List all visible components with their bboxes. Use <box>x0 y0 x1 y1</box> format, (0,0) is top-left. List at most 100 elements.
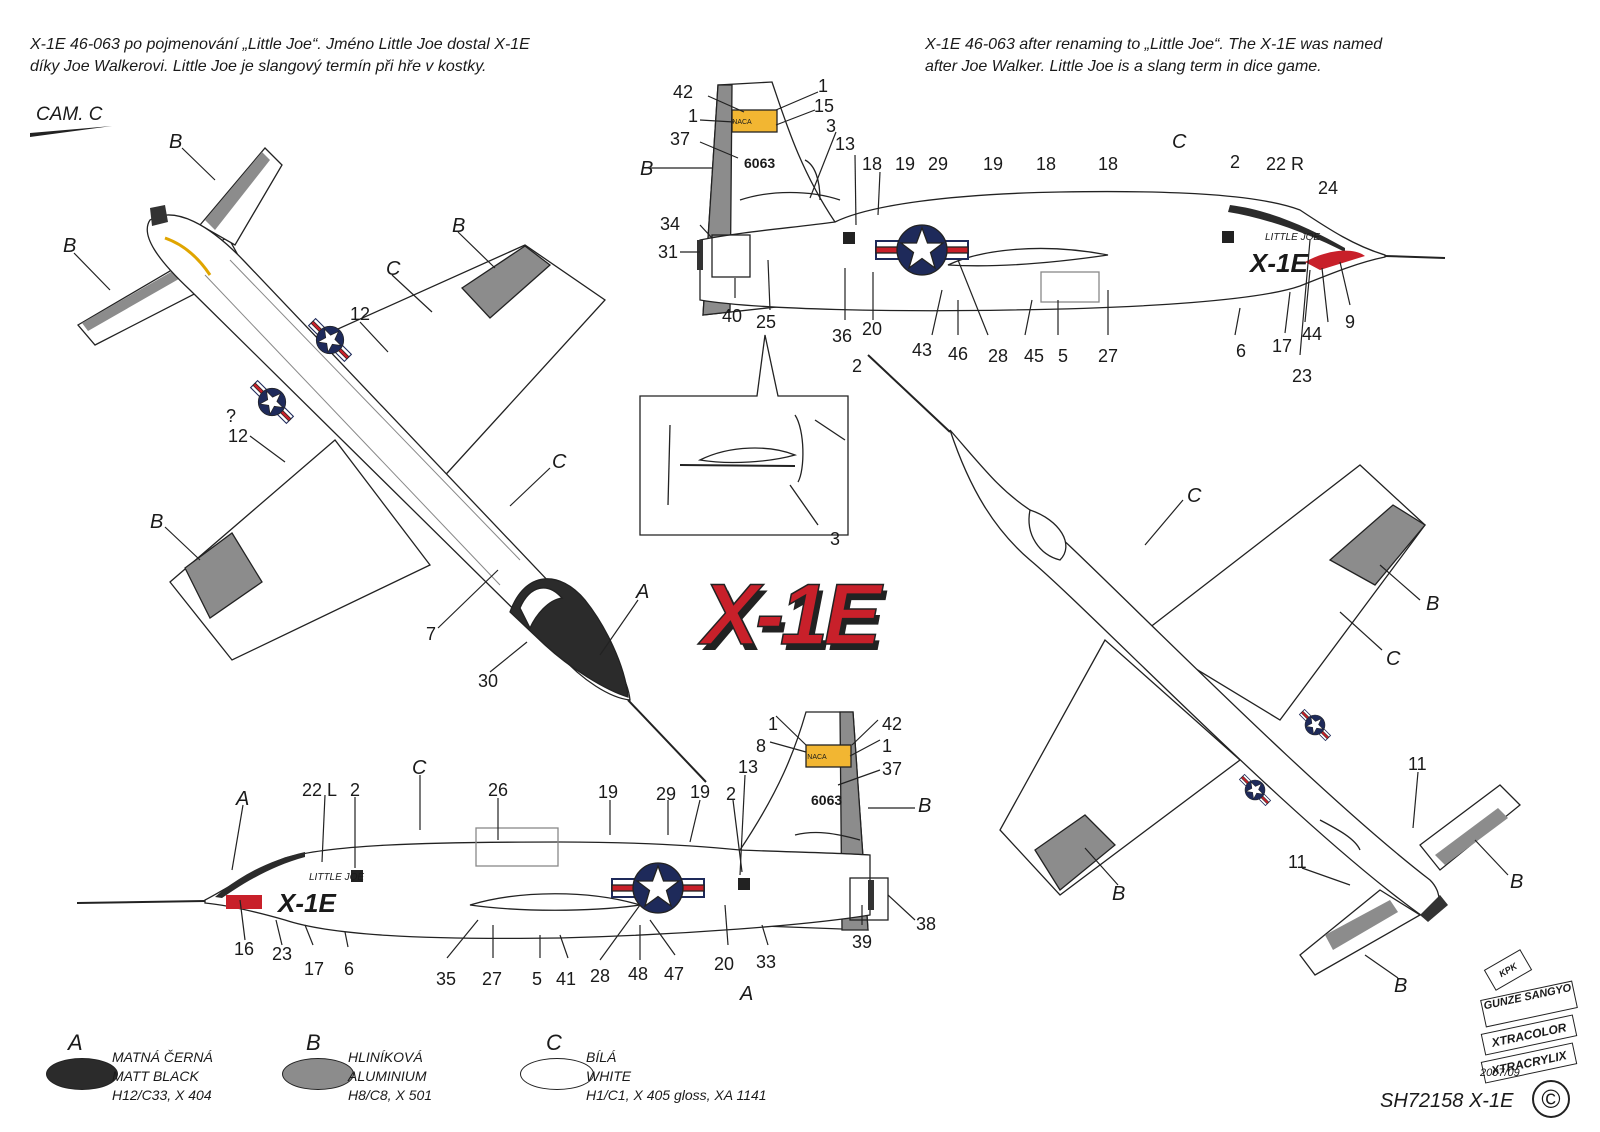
tv-callout-3: B <box>452 215 465 237</box>
rp-callout-B: B <box>640 158 653 180</box>
rp-callout-36: 36 <box>832 326 852 346</box>
bv-hstab-upper <box>1419 784 1521 871</box>
lp-callout-1b: 1 <box>882 736 892 756</box>
rp-serial: 6063 <box>744 155 775 171</box>
legend-c-letter: C <box>546 1030 562 1055</box>
caption-en-line1: X-1E 46-063 after renaming to „Little Jo… <box>925 36 1383 53</box>
rp-callout-31: 31 <box>658 242 678 262</box>
rp-callout-18b: 18 <box>1036 154 1056 174</box>
legend-a-codes: H12/C33, X 404 <box>112 1087 212 1103</box>
tv-callout-8: C <box>552 451 567 473</box>
lp-callout-22L: 22 L <box>302 780 337 800</box>
footer-date: 2007/09 <box>1480 1067 1520 1079</box>
bv-callout-11b: 11 <box>1288 852 1307 872</box>
top-wing-upper-aileron <box>461 245 552 319</box>
rp-callout-23: 23 <box>1292 366 1312 386</box>
rp-callout-19b: 19 <box>983 154 1003 174</box>
rp-callout-19a: 19 <box>895 154 915 174</box>
lp-callout-33: 33 <box>756 952 776 972</box>
rp-callout-3: 3 <box>826 116 836 136</box>
legend-b-letter: B <box>306 1030 321 1055</box>
footer-code: SH72158 X-1E <box>1380 1090 1514 1112</box>
lp-callout-5: 5 <box>532 969 542 989</box>
lp-callout-8: 8 <box>756 736 766 756</box>
caption-en-line2: after Joe Walker. Little Joe is a slang … <box>925 58 1322 75</box>
tv-callout-11: 30 <box>478 671 498 691</box>
lp-callout-13: 13 <box>738 757 758 777</box>
bv-nose-probe <box>867 354 951 433</box>
lp-callout-20: 20 <box>714 954 734 974</box>
rp-callout-17: 17 <box>1272 336 1292 356</box>
rp-nose-art-icon <box>1305 250 1365 270</box>
legend-c-codes: H1/C1, X 405 gloss, XA 1141 <box>586 1087 767 1103</box>
big-x1e-logo-shadow: X-1E <box>702 573 888 669</box>
lp-callout-1a: 1 <box>768 714 778 734</box>
tv-callout-7: 12 <box>228 426 248 446</box>
rp-little-joe: LITTLE JOE <box>1265 232 1320 243</box>
rp-callout-1b: 1 <box>818 76 828 96</box>
top-wing-lower-aileron <box>184 532 263 619</box>
lp-callout-2a: 2 <box>350 780 360 800</box>
rp-callout-27: 27 <box>1098 346 1118 366</box>
rp-callout-9: 9 <box>1345 312 1355 332</box>
legend-b-cz: HLINÍKOVÁ <box>348 1049 423 1065</box>
detail-inset <box>639 334 849 536</box>
rp-naca-band <box>731 109 778 133</box>
rp-callout-34: 34 <box>660 214 680 234</box>
bv-callout-B4: B <box>1394 975 1407 997</box>
left-profile <box>76 711 889 940</box>
top-canopy <box>519 587 564 630</box>
legend-a-letter: A <box>68 1030 83 1055</box>
lp-callout-37: 37 <box>882 759 902 779</box>
rp-callout-46: 46 <box>948 344 968 364</box>
lp-callout-16: 16 <box>234 939 254 959</box>
legend-c-cz: BÍLÁ <box>586 1049 617 1065</box>
lp-nose-art-icon <box>226 895 262 909</box>
lp-callout-42: 42 <box>882 714 902 734</box>
lp-callout-47: 47 <box>664 964 684 984</box>
rp-leaders <box>650 91 1351 356</box>
lp-callout-B: B <box>918 795 931 817</box>
lp-callout-35: 35 <box>436 969 456 989</box>
lp-callout-27: 27 <box>482 969 502 989</box>
legend-a-swatch <box>46 1058 118 1090</box>
rp-callout-2b: 2 <box>852 356 862 376</box>
legend-c-en: WHITE <box>586 1068 632 1084</box>
tv-callout-1: B <box>169 131 182 153</box>
rp-callout-13: 13 <box>835 134 855 154</box>
rp-callout-15: 15 <box>814 96 834 116</box>
lp-callout-38: 38 <box>916 914 936 934</box>
lp-callout-23: 23 <box>272 944 292 964</box>
lp-callout-2b: 2 <box>726 784 736 804</box>
lp-canopy-frame <box>215 852 305 898</box>
lp-leaders <box>231 715 916 961</box>
bv-callout-B3: B <box>1510 871 1523 893</box>
top-nose-probe <box>627 699 707 783</box>
rp-callout-40: 40 <box>722 306 742 326</box>
lp-callout-29: 29 <box>656 784 676 804</box>
lp-callout-41: 41 <box>556 969 576 989</box>
right-profile <box>697 81 1446 316</box>
lp-serial: 6063 <box>811 792 842 808</box>
caption-cz-line1: X-1E 46-063 po pojmenování „Little Joe“.… <box>30 36 530 53</box>
tv-callout-10: 7 <box>426 624 436 644</box>
caption-cz: X-1E 46-063 po pojmenování „Little Joe“.… <box>30 34 530 78</box>
caption-cz-line2: díky Joe Walkerovi. Little Joe je slango… <box>30 58 487 75</box>
rp-callout-29: 29 <box>928 154 948 174</box>
top-view-leaders <box>73 147 639 673</box>
tv-callout-12: A <box>635 581 649 603</box>
rp-callout-44: 44 <box>1302 324 1322 344</box>
bv-canopy <box>1028 509 1067 561</box>
bv-wing-lower-aileron <box>1034 814 1116 891</box>
big-x1e-logo: X-1E <box>698 567 884 663</box>
legend-b-en: ALUMINIUM <box>348 1068 427 1084</box>
bottom-view <box>867 354 1521 976</box>
lp-callout-26: 26 <box>488 780 508 800</box>
rp-naca-text: NACA <box>732 119 752 126</box>
legend-c-swatch <box>520 1058 594 1090</box>
lp-callout-C: C <box>412 757 427 779</box>
lp-x1e-small: X-1E <box>276 888 336 918</box>
rp-callout-2a: 2 <box>1230 152 1240 172</box>
rp-callout-C: C <box>1172 131 1187 153</box>
